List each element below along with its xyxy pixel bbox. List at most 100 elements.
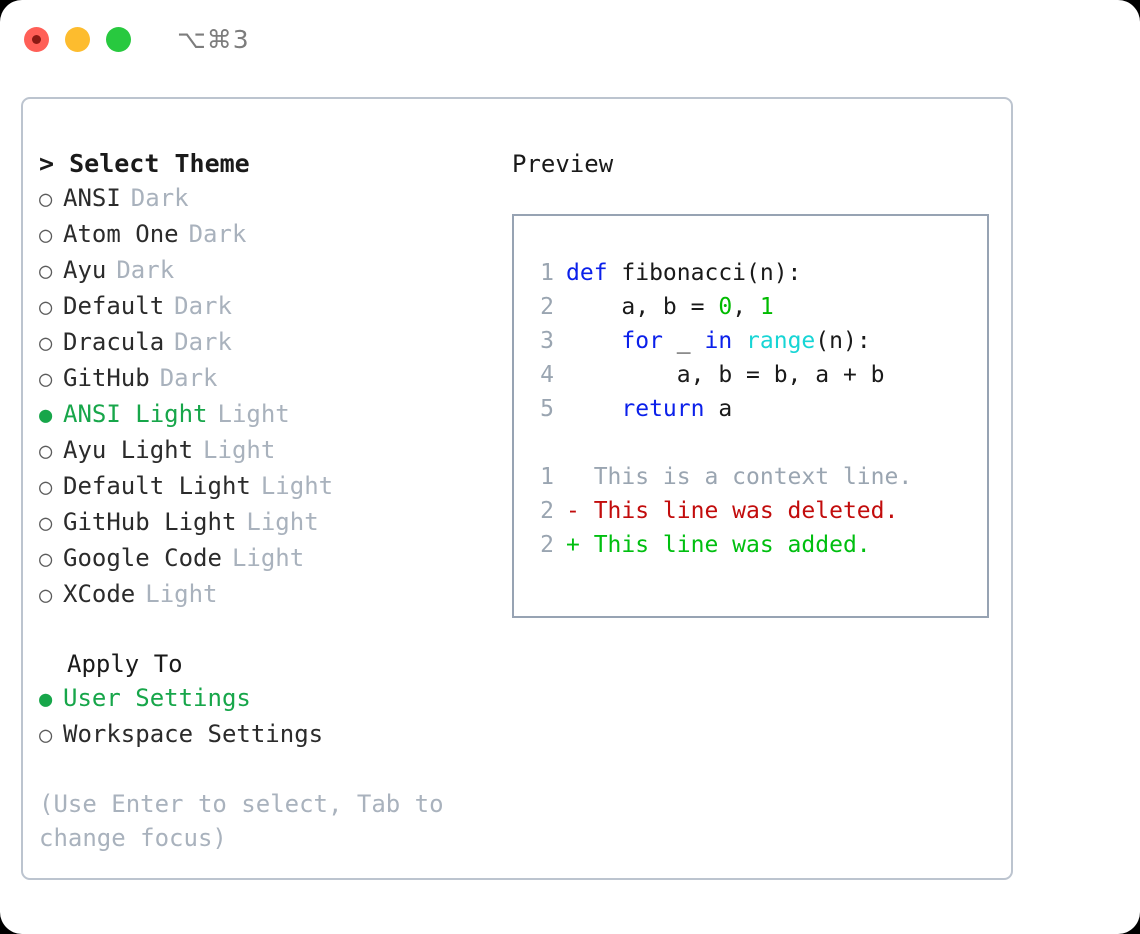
close-button[interactable] bbox=[24, 26, 49, 52]
code-token-plain: a, b = b, a + b bbox=[566, 362, 885, 388]
theme-option-tag: Light bbox=[145, 580, 218, 608]
code-token-plain: , bbox=[732, 294, 760, 320]
radio-unselected-icon: ○ bbox=[39, 583, 53, 608]
minimize-button[interactable] bbox=[65, 26, 90, 52]
spacer bbox=[528, 426, 987, 460]
theme-option-label: Dracula bbox=[63, 328, 165, 356]
theme-option-github-light[interactable]: ○ GitHub Light Light bbox=[39, 505, 493, 541]
preview-heading: Preview bbox=[512, 150, 614, 178]
code-token-fn: range bbox=[746, 328, 816, 354]
select-theme-heading: > Select Theme bbox=[39, 149, 250, 178]
theme-option-tag: Dark bbox=[130, 184, 189, 212]
code-line-content: for _ in range(n): bbox=[566, 324, 871, 358]
diff-line-content: This is a context line. bbox=[566, 464, 913, 490]
radio-unselected-icon: ○ bbox=[39, 547, 53, 572]
code-token-num: 0 bbox=[718, 294, 733, 320]
theme-option-tag: Dark bbox=[116, 256, 175, 284]
code-token-plain: a, b = bbox=[566, 294, 719, 320]
window-controls bbox=[24, 26, 131, 52]
theme-option-label: ANSI Light bbox=[63, 400, 208, 428]
code-line: 5 return a bbox=[528, 392, 987, 426]
theme-option-tag: Light bbox=[203, 436, 276, 464]
theme-option-xcode[interactable]: ○ XCode Light bbox=[39, 577, 493, 613]
code-token-num: 1 bbox=[759, 294, 774, 320]
radio-unselected-icon: ○ bbox=[39, 723, 53, 748]
keyboard-shortcut-label: ⌥⌘3 bbox=[177, 24, 250, 54]
diff-line-number: 2 bbox=[540, 532, 554, 558]
code-token-plain: a bbox=[704, 396, 733, 422]
code-token-plain: fibonacci(n): bbox=[607, 260, 802, 286]
radio-unselected-icon: ○ bbox=[39, 367, 53, 392]
code-line: 3 for _ in range(n): bbox=[528, 324, 987, 358]
diff-line-content: + This line was added. bbox=[566, 532, 871, 558]
radio-unselected-icon: ○ bbox=[39, 475, 53, 500]
theme-option-label: ANSI bbox=[63, 184, 121, 212]
radio-unselected-icon: ○ bbox=[39, 439, 53, 464]
theme-option-label: Default Light bbox=[63, 472, 251, 500]
radio-unselected-icon: ○ bbox=[39, 295, 53, 320]
theme-option-ayu-light[interactable]: ○ Ayu Light Light bbox=[39, 433, 493, 469]
maximize-button[interactable] bbox=[106, 26, 131, 52]
theme-option-tag: Light bbox=[231, 544, 305, 572]
apply-to-option-workspace-settings[interactable]: ○Workspace Settings bbox=[39, 717, 493, 753]
theme-option-tag: Light bbox=[217, 400, 290, 428]
spacer bbox=[39, 613, 493, 647]
theme-option-label: GitHub bbox=[63, 364, 150, 392]
diff-line: 2- This line was deleted. bbox=[528, 494, 987, 528]
code-token-plain: (n): bbox=[815, 328, 871, 354]
code-token-plain bbox=[732, 328, 746, 354]
theme-option-label: XCode bbox=[63, 580, 136, 608]
code-line-content: a, b = 0, 1 bbox=[566, 290, 774, 324]
diff-line: 2 + This line was added. bbox=[528, 528, 987, 562]
code-token-plain bbox=[566, 396, 621, 422]
diff-sample: 1 This is a context line.2- This line wa… bbox=[528, 460, 987, 562]
code-line-content: a, b = b, a + b bbox=[566, 358, 885, 392]
theme-option-tag: Dark bbox=[188, 220, 247, 248]
diff-line: 1 This is a context line. bbox=[528, 460, 987, 494]
theme-option-default-light[interactable]: ○ Default Light Light bbox=[39, 469, 493, 505]
radio-selected-icon: ● bbox=[39, 687, 53, 712]
code-token-kw: def bbox=[566, 260, 608, 286]
theme-option-tag: Light bbox=[260, 472, 334, 500]
theme-option-label: GitHub Light bbox=[63, 508, 237, 536]
code-line-number: 1 bbox=[540, 260, 554, 286]
apply-to-heading: Apply To bbox=[67, 650, 183, 678]
radio-unselected-icon: ○ bbox=[39, 223, 53, 248]
code-line: 4 a, b = b, a + b bbox=[528, 358, 987, 392]
code-token-kw: return bbox=[621, 396, 705, 422]
code-line-number: 3 bbox=[540, 328, 554, 354]
theme-option-tag: Light bbox=[246, 508, 319, 536]
code-line-number: 2 bbox=[540, 294, 554, 320]
theme-option-atom-one[interactable]: ○ Atom One Dark bbox=[39, 217, 493, 253]
code-token-kw: for bbox=[621, 328, 663, 354]
radio-unselected-icon: ○ bbox=[39, 511, 53, 536]
apply-to-option-label: User Settings bbox=[63, 684, 251, 712]
theme-option-label: Atom One bbox=[63, 220, 179, 248]
theme-option-tag: Dark bbox=[174, 328, 232, 356]
diff-line-number: 2 bbox=[540, 498, 554, 524]
keyboard-hint-text: (Use Enter to select, Tab to change focu… bbox=[39, 790, 459, 852]
code-token-plain bbox=[566, 328, 621, 354]
code-token-kw: in bbox=[704, 328, 733, 354]
theme-option-tag: Dark bbox=[174, 292, 232, 320]
code-line: 2 a, b = 0, 1 bbox=[528, 290, 987, 324]
radio-unselected-icon: ○ bbox=[39, 331, 53, 356]
apply-to-option-user-settings[interactable]: ● User Settings bbox=[39, 681, 493, 717]
code-token-plain: _ bbox=[662, 328, 705, 354]
code-line-number: 4 bbox=[540, 362, 554, 388]
theme-option-github[interactable]: ○ GitHub Dark bbox=[39, 361, 493, 397]
theme-option-label: Ayu bbox=[63, 256, 107, 284]
diff-line-number: 1 bbox=[540, 464, 554, 490]
theme-option-dracula[interactable]: ○ Dracula Dark bbox=[39, 325, 493, 361]
theme-option-tag: Dark bbox=[159, 364, 218, 392]
theme-option-label: Ayu Light bbox=[63, 436, 194, 464]
